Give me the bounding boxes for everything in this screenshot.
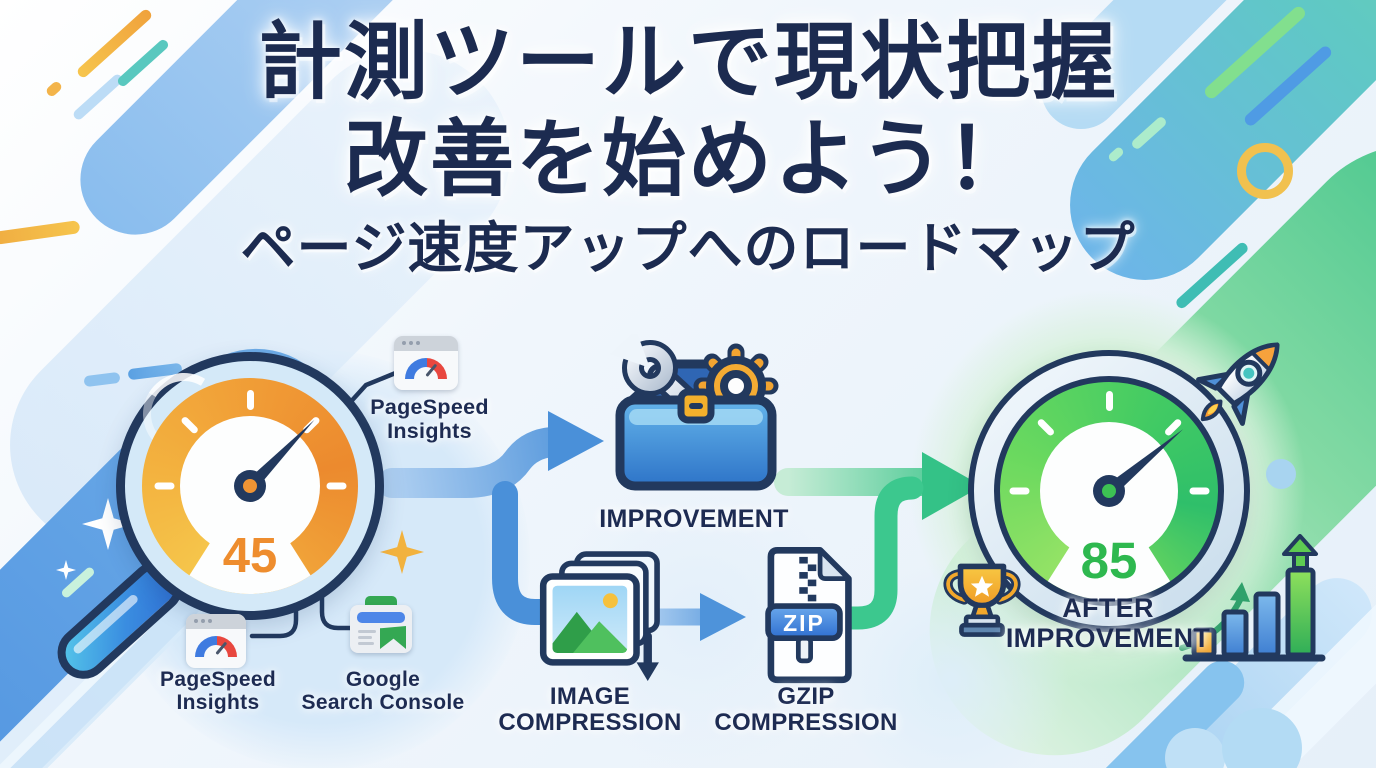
- title-line-1: 計測ツールで現状把握: [257, 15, 1118, 109]
- bg-blob-bottom-1: [1165, 728, 1225, 768]
- growth-bar-chart-icon: [1179, 534, 1326, 662]
- gzip-compression-label: GZIP COMPRESSION: [714, 683, 898, 737]
- rocket-icon: [1196, 342, 1280, 426]
- toolbox-wrench-gear-icon: [610, 334, 779, 491]
- pagespeed-insights-icon: [186, 614, 246, 668]
- after-gauge: 85: [994, 376, 1224, 606]
- before-score: 45: [222, 529, 278, 583]
- after-score: 85: [1080, 532, 1138, 589]
- search-console-label: Google Search Console: [301, 668, 465, 715]
- pagespeed-insights-icon: [394, 336, 458, 390]
- improvement-label: IMPROVEMENT: [599, 505, 789, 533]
- zip-file-icon: ZIP: [752, 546, 856, 686]
- title-line-2: 改善を始めよう！: [343, 112, 1032, 207]
- after-improvement-label: AFTER IMPROVEMENT: [1005, 593, 1211, 653]
- pagespeed-callout-label: PageSpeed Insights: [370, 395, 489, 443]
- zip-badge: ZIP: [783, 610, 825, 636]
- gauge-hub: [1093, 475, 1125, 507]
- speed-gauge-icon: 85: [968, 350, 1250, 632]
- pagespeed-label: PageSpeed Insights: [160, 668, 276, 715]
- title-line-3: ページ速度アップへのロードマップ: [240, 216, 1136, 279]
- image-stack-compress-icon: [539, 551, 660, 681]
- magnifier-speed-gauge-icon: 45: [116, 352, 384, 620]
- image-compression-label: IMAGE COMPRESSION: [498, 683, 682, 737]
- page-title: 計測ツールで現状把握 改善を始めよう！ ページ速度アップへのロードマップ: [0, 14, 1376, 281]
- bg-blob-bottom-2: [1222, 708, 1302, 768]
- bg-dot-right: [1266, 459, 1296, 489]
- yellow-ring-icon: [1237, 143, 1293, 199]
- gauge-hub: [234, 470, 266, 502]
- google-search-console-icon: [350, 596, 412, 654]
- trophy-icon: [943, 563, 1021, 637]
- before-gauge: 45: [142, 378, 358, 594]
